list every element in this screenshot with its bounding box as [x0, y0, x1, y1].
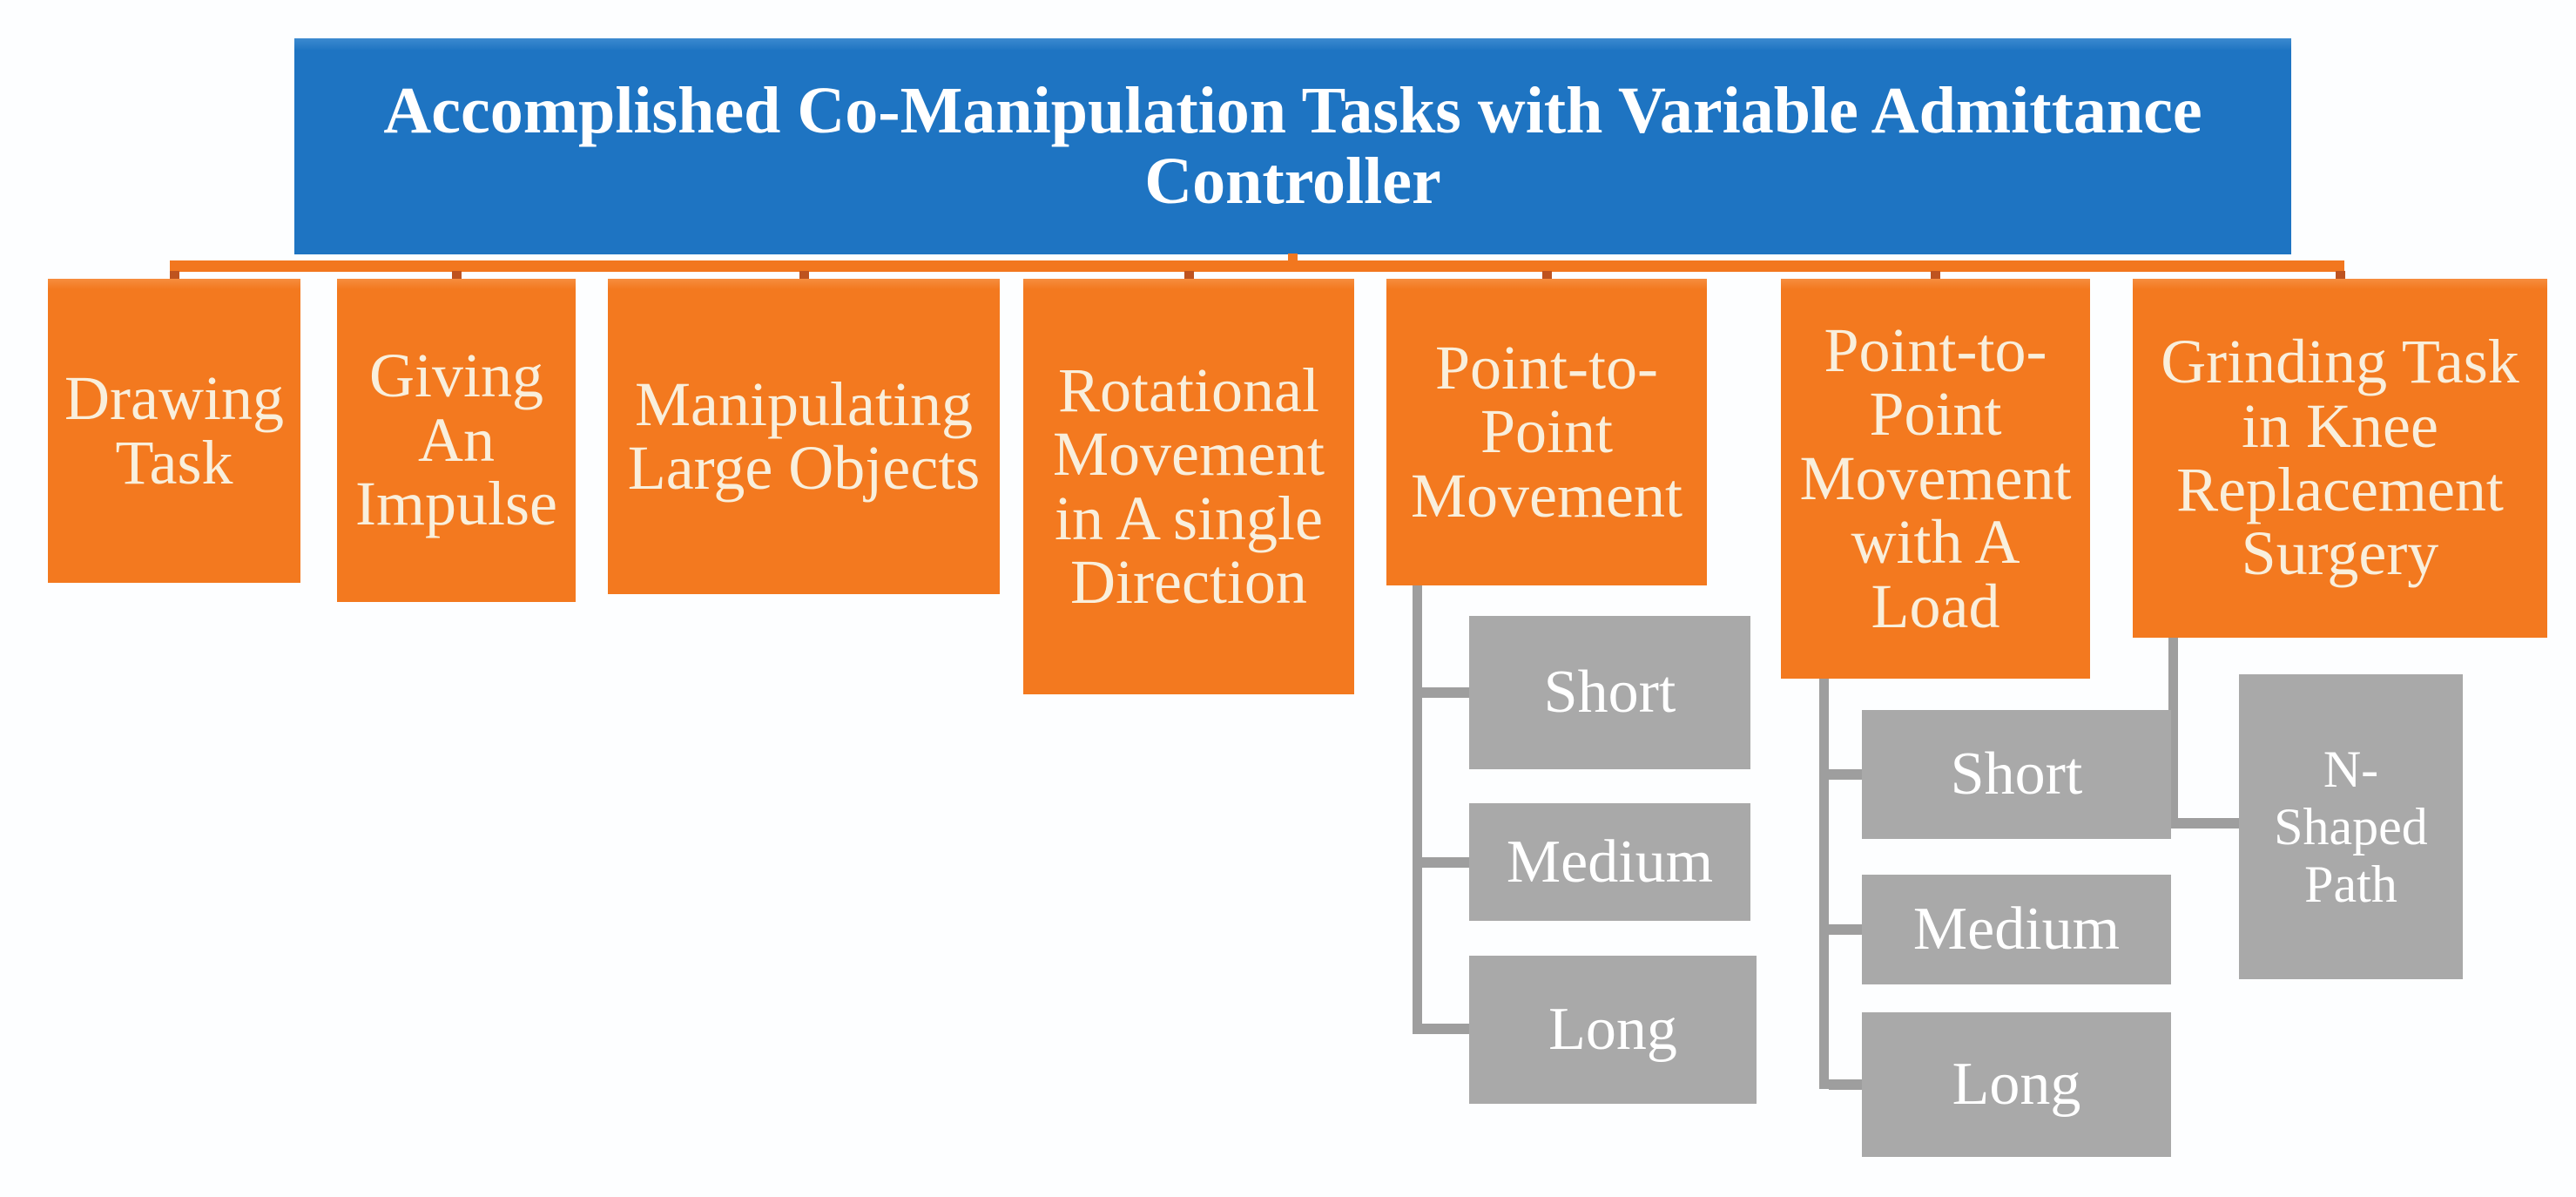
- connector-trunk-horizontal: [170, 260, 2344, 272]
- task-node-point-to-point-movement: Point-to- Point Movement: [1386, 279, 1707, 585]
- connector-ptp-load-medium-tick: [1829, 924, 1862, 935]
- connector-ptp-medium-tick: [1422, 857, 1469, 868]
- connector-joint-manipulating-large-objects: [799, 271, 809, 281]
- connector-joint-rotational-movement: [1184, 271, 1194, 281]
- task-node-point-to-point-movement-with-load: Point-to- Point Movement with A Load: [1781, 279, 2090, 679]
- task-node-rotational-movement: Rotational Movement in A single Directio…: [1023, 279, 1354, 694]
- leaf-node-ptp-short: Short: [1469, 616, 1750, 769]
- connector-root-stub: [1288, 254, 1298, 261]
- connector-ptp-short-tick: [1422, 687, 1469, 698]
- root-node-title: Accomplished Co-Manipulation Tasks with …: [294, 38, 2291, 254]
- connector-joint-point-to-point-load: [1931, 271, 1940, 281]
- task-node-drawing-task: Drawing Task: [48, 279, 300, 583]
- leaf-node-ptp-load-long: Long: [1862, 1012, 2171, 1157]
- connector-ptp-branch-vertical: [1413, 585, 1422, 1034]
- connector-n-shaped-path-tick: [2178, 818, 2239, 828]
- leaf-node-ptp-medium: Medium: [1469, 803, 1750, 921]
- connector-ptp-load-long-tick: [1829, 1079, 1862, 1090]
- connector-joint-drawing-task: [170, 271, 179, 281]
- leaf-node-ptp-long: Long: [1469, 956, 1757, 1104]
- connector-ptp-load-branch-vertical: [1819, 679, 1829, 1089]
- connector-ptp-load-short-tick: [1829, 769, 1862, 780]
- task-node-giving-an-impulse: Giving An Impulse: [337, 279, 576, 602]
- leaf-node-ptp-load-short: Short: [1862, 710, 2171, 839]
- task-node-manipulating-large-objects: Manipulating Large Objects: [608, 279, 1000, 594]
- connector-joint-giving-an-impulse: [452, 271, 462, 281]
- connector-grinding-branch-vertical: [2168, 638, 2178, 828]
- connector-ptp-long-tick: [1422, 1024, 1469, 1034]
- connector-joint-grinding-task: [2336, 271, 2345, 281]
- task-node-grinding-task-knee-surgery: Grinding Task in Knee Replacement Surger…: [2133, 279, 2547, 638]
- leaf-node-n-shaped-path: N- Shaped Path: [2239, 674, 2463, 979]
- leaf-node-ptp-load-medium: Medium: [1862, 875, 2171, 984]
- connector-joint-point-to-point: [1542, 271, 1552, 281]
